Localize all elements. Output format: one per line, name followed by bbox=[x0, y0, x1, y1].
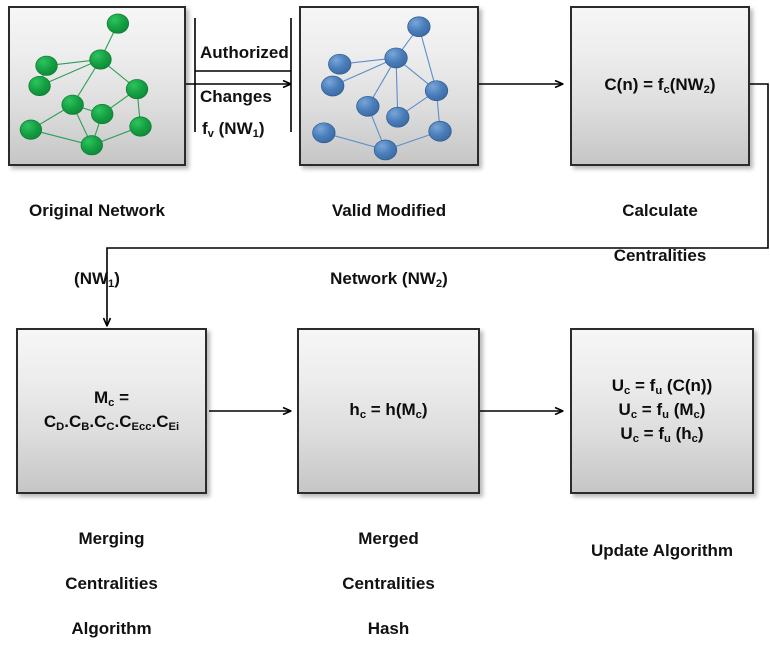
node-original-network[interactable] bbox=[8, 6, 186, 166]
graph-node-5 bbox=[91, 104, 113, 123]
caption-update-algorithm: Update Algorithm bbox=[562, 518, 762, 585]
edge-label-authorized-line2: Changes bbox=[200, 87, 272, 107]
caption-valid-modified-network: Valid Modified Network (NW2) bbox=[291, 178, 487, 314]
node-calculate-centralities[interactable]: C(n) = fc(NW2) bbox=[570, 6, 750, 166]
update-lhs-sub: c bbox=[624, 384, 631, 397]
formula-term-sub: B bbox=[81, 421, 90, 434]
formula-merged-hash: hc = h(Mc) bbox=[349, 399, 428, 421]
green-network-graph bbox=[10, 8, 184, 164]
graph-node-5 bbox=[387, 107, 410, 127]
update-arg-post: ) bbox=[697, 424, 704, 444]
formula-term-sub: D bbox=[56, 421, 65, 434]
update-lhs: U bbox=[611, 375, 625, 395]
graph-node-9 bbox=[81, 136, 103, 155]
caption-calculate-line2: Centralities bbox=[613, 246, 707, 266]
node-merging-centralities-algorithm[interactable]: Mc = CD.CB.CC.CEcc.CEi bbox=[16, 328, 207, 494]
formula-merging-line1: Mc = bbox=[93, 387, 130, 409]
formula-term-sub: C bbox=[106, 421, 115, 434]
formula-separator: . bbox=[89, 412, 95, 431]
caption-update-line1: Update Algorithm bbox=[591, 541, 733, 561]
caption-original-network-line2: (NW1) bbox=[74, 268, 120, 290]
graph-nodes bbox=[20, 14, 151, 155]
caption-original-network-line1: Original Network bbox=[28, 201, 166, 221]
formula-term-base: C bbox=[119, 412, 132, 431]
graph-node-0 bbox=[107, 14, 129, 33]
formula-separator: . bbox=[64, 412, 69, 431]
formula-term-base: C bbox=[156, 412, 169, 431]
caption-merging-line2: Centralities bbox=[65, 574, 158, 594]
caption-calculate-line1: Calculate bbox=[622, 201, 698, 221]
edge-label-authorized-line1: Authorized bbox=[200, 43, 289, 63]
formula-update-algorithm: Uc = fu (C(n))Uc = fu (Mc)Uc = fu (hc) bbox=[612, 375, 712, 448]
update-f-sub: u bbox=[662, 409, 669, 421]
update-f-sub: u bbox=[655, 384, 663, 397]
node-valid-modified-network[interactable] bbox=[299, 6, 479, 166]
graph-node-4 bbox=[357, 96, 380, 116]
flowchart-diagram: Original Network (NW1) Authorized Change… bbox=[0, 6, 769, 638]
graph-node-2 bbox=[328, 54, 351, 74]
update-arg-sub: c bbox=[691, 433, 698, 446]
graph-node-7 bbox=[429, 121, 452, 141]
update-eq: = f bbox=[637, 399, 663, 419]
graph-node-4 bbox=[62, 95, 84, 114]
graph-node-6 bbox=[425, 81, 448, 101]
graph-node-1 bbox=[90, 50, 112, 69]
caption-merging-line3: Algorithm bbox=[71, 619, 152, 639]
caption-original-network: Original Network (NW1) bbox=[0, 178, 194, 314]
formula-term-sub: Ei bbox=[168, 421, 180, 434]
graph-node-6 bbox=[126, 79, 148, 98]
formula-separator: . bbox=[114, 412, 120, 431]
formula-term-base: C bbox=[69, 412, 82, 431]
node-merged-centralities-hash[interactable]: hc = h(Mc) bbox=[297, 328, 480, 494]
edge-label-authorized-changes: Authorized Changes bbox=[200, 20, 292, 130]
update-lhs-sub: c bbox=[632, 433, 639, 446]
caption-valid-modified-line2: Network (NW2) bbox=[330, 268, 448, 290]
formula-term-base: C bbox=[94, 412, 107, 431]
formula-term-sub: Ecc bbox=[131, 421, 152, 434]
graph-node-7 bbox=[130, 117, 152, 136]
graph-nodes bbox=[313, 17, 452, 160]
caption-merged-line2: Centralities bbox=[342, 574, 435, 594]
update-lhs-sub: c bbox=[630, 409, 638, 421]
formula-term-base: C bbox=[43, 412, 57, 431]
update-arg: (C(n)) bbox=[662, 375, 713, 395]
graph-node-2 bbox=[36, 56, 58, 75]
caption-merged-centralities-hash: Merged Centralities Hash bbox=[289, 506, 488, 663]
caption-calculate-centralities: Calculate Centralities bbox=[562, 178, 758, 290]
graph-node-8 bbox=[20, 120, 42, 139]
blue-network-graph bbox=[301, 8, 477, 164]
formula-update-line-3: Uc = fu (hc) bbox=[612, 423, 712, 447]
update-lhs: U bbox=[618, 399, 631, 419]
formula-update-line-1: Uc = fu (C(n)) bbox=[612, 375, 712, 399]
graph-node-0 bbox=[408, 17, 431, 37]
graph-node-8 bbox=[313, 123, 336, 143]
edge-label-fv-nw1: fv (NW1) bbox=[202, 119, 265, 140]
update-f-sub: u bbox=[664, 433, 671, 446]
graph-node-3 bbox=[29, 76, 51, 95]
formula-update-line-2: Uc = fu (Mc) bbox=[612, 399, 712, 423]
caption-valid-modified-line1: Valid Modified bbox=[331, 201, 447, 221]
caption-merged-line3: Hash bbox=[367, 619, 410, 639]
update-lhs: U bbox=[620, 424, 633, 444]
graph-node-1 bbox=[385, 48, 408, 68]
update-arg: (M bbox=[668, 399, 694, 419]
caption-merged-line1: Merged bbox=[358, 529, 419, 549]
update-eq: = f bbox=[638, 424, 664, 444]
update-arg-sub: c bbox=[693, 409, 700, 421]
graph-node-9 bbox=[374, 140, 397, 160]
caption-merging-centralities-algorithm: Merging Centralities Algorithm bbox=[8, 506, 215, 663]
update-arg: (h bbox=[670, 424, 692, 444]
formula-calculate-centralities: C(n) = fc(NW2) bbox=[604, 74, 716, 96]
update-arg-post: ) bbox=[699, 399, 706, 419]
caption-merging-line1: Merging bbox=[78, 529, 145, 549]
node-update-algorithm[interactable]: Uc = fu (C(n))Uc = fu (Mc)Uc = fu (hc) bbox=[570, 328, 754, 494]
formula-separator: . bbox=[151, 412, 157, 431]
formula-merging-centralities: Mc = CD.CB.CC.CEcc.CEi bbox=[44, 387, 179, 436]
formula-merging-line2: CD.CB.CC.CEcc.CEi bbox=[44, 411, 179, 435]
update-eq: = f bbox=[630, 375, 656, 395]
graph-node-3 bbox=[321, 76, 344, 96]
